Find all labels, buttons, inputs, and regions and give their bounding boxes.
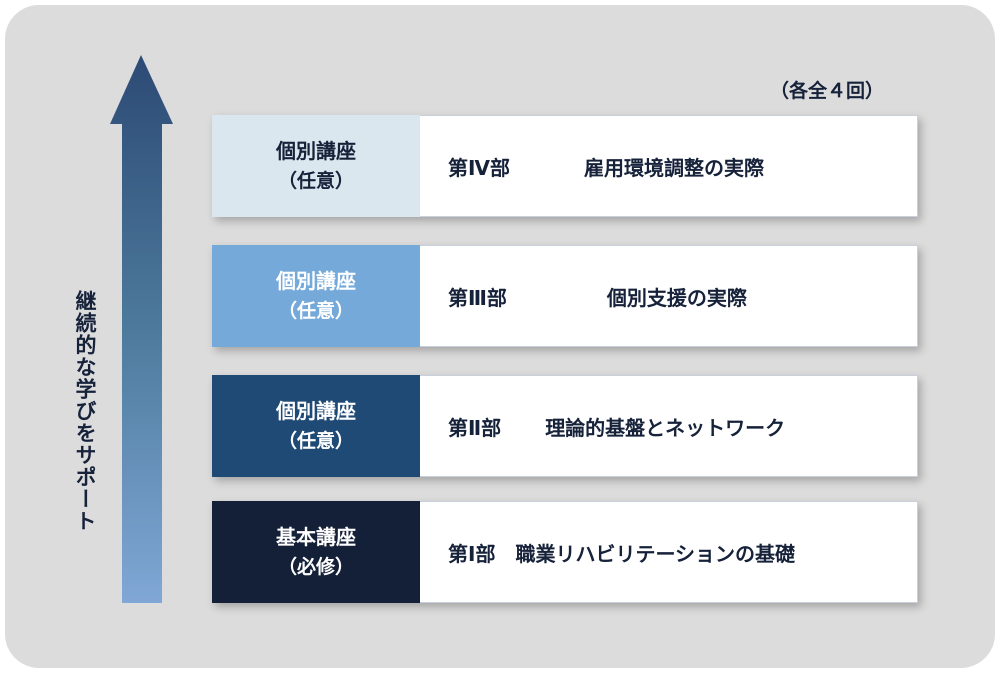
part-label: 第Ⅰ部 <box>448 541 496 566</box>
upward-arrow-icon <box>110 55 173 603</box>
course-type-box: 個別講座 （任意） <box>212 115 420 217</box>
course-row-part-2: 個別講座 （任意） 第Ⅱ部 理論的基盤とネットワーク <box>212 375 918 477</box>
course-type-box: 基本講座 （必修） <box>212 501 420 603</box>
part-title: 個別支援の実際 <box>606 285 747 310</box>
course-title-box: 第Ⅱ部 理論的基盤とネットワーク <box>420 375 918 477</box>
continuous-learning-label: 継続的な学びをサポート <box>73 290 97 532</box>
course-status: （任意） <box>277 430 354 452</box>
part-title: 職業リハビリテーションの基礎 <box>515 541 796 566</box>
course-status: （任意） <box>277 300 354 322</box>
course-row-part-3: 個別講座 （任意） 第Ⅲ部 個別支援の実際 <box>212 245 918 347</box>
part-title: 雇用環境調整の実際 <box>583 155 764 180</box>
part-label: 第Ⅲ部 <box>448 285 507 310</box>
course-status: （任意） <box>277 170 354 192</box>
course-title-box: 第Ⅲ部 個別支援の実際 <box>420 245 918 347</box>
part-label: 第Ⅳ部 <box>448 155 510 180</box>
part-label: 第Ⅱ部 <box>448 415 502 440</box>
course-type: 個別講座 <box>276 139 356 163</box>
session-count-note: （各全４回） <box>770 80 885 102</box>
course-type-box: 個別講座 （任意） <box>212 245 420 347</box>
course-row-part-1: 基本講座 （必修） 第Ⅰ部 職業リハビリテーションの基礎 <box>212 501 918 603</box>
course-row-part-4: 個別講座 （任意） 第Ⅳ部 雇用環境調整の実際 <box>212 115 918 217</box>
course-type: 個別講座 <box>276 399 356 423</box>
course-type: 基本講座 <box>276 525 356 549</box>
course-type: 個別講座 <box>276 269 356 293</box>
course-type-box: 個別講座 （任意） <box>212 375 420 477</box>
course-title-box: 第Ⅳ部 雇用環境調整の実際 <box>420 115 918 217</box>
course-title-box: 第Ⅰ部 職業リハビリテーションの基礎 <box>420 501 918 603</box>
course-status: （必修） <box>277 556 354 578</box>
part-title: 理論的基盤とネットワーク <box>545 415 786 440</box>
